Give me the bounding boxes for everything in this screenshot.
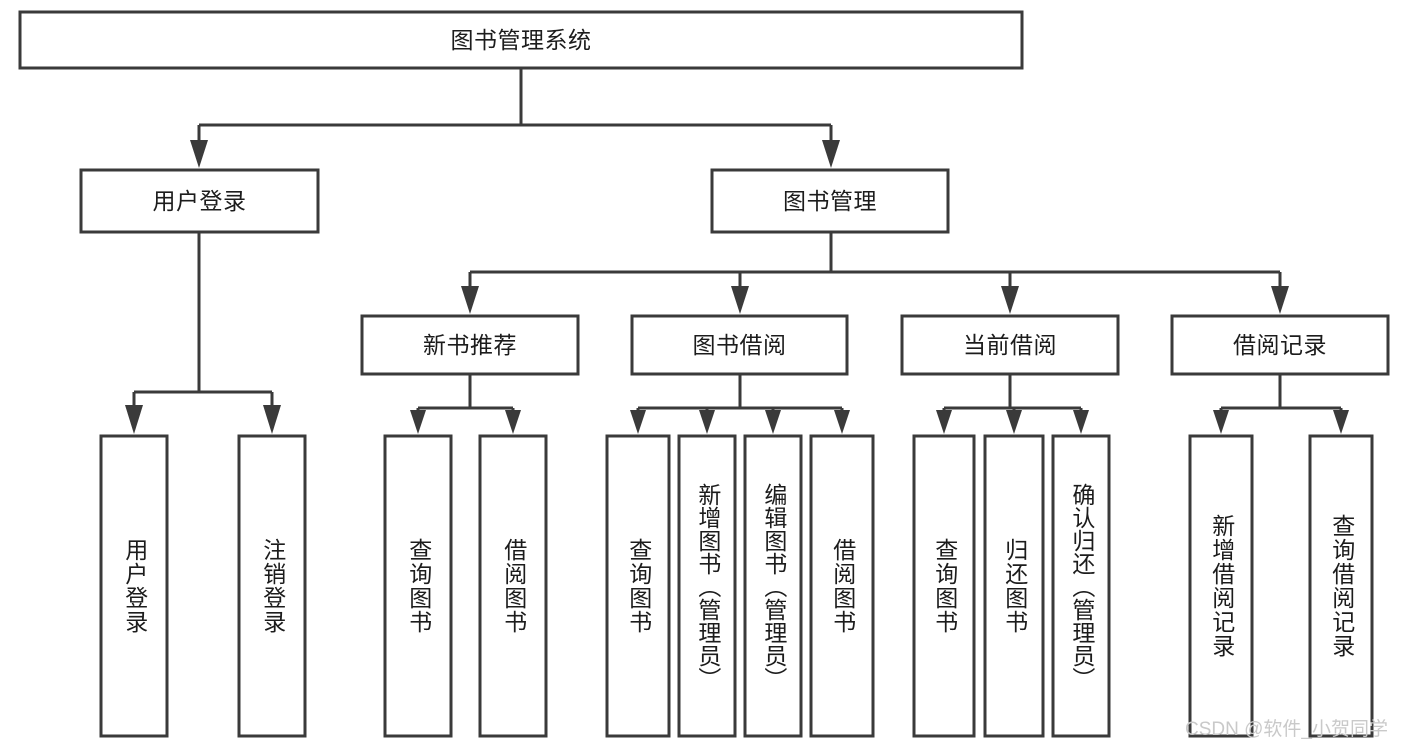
node-box-new-book-recommend[interactable] xyxy=(360,314,580,376)
node-box-leaf-return-book[interactable] xyxy=(983,434,1045,738)
node-box-leaf-borrow-book-2[interactable] xyxy=(809,434,875,738)
node-box-book-manage[interactable] xyxy=(710,168,950,234)
node-box-leaf-edit-book[interactable] xyxy=(743,434,803,738)
node-box-leaf-user-logout[interactable] xyxy=(237,434,307,738)
arrow-head-leaf-borrow-book-1 xyxy=(505,410,521,434)
node-box-leaf-query-book-3[interactable] xyxy=(912,434,976,738)
arrow-head-new-book-recommend xyxy=(461,286,479,314)
arrow-head-leaf-confirm-return xyxy=(1073,410,1089,434)
node-box-leaf-add-book[interactable] xyxy=(677,434,737,738)
arrow-head-leaf-query-book-1 xyxy=(410,410,426,434)
node-box-leaf-confirm-return[interactable] xyxy=(1051,434,1111,738)
arrow-head-user-login xyxy=(190,140,208,168)
node-box-leaf-query-book-1[interactable] xyxy=(383,434,453,738)
arrow-head-leaf-edit-book xyxy=(765,410,781,434)
connector-root-to-level2 xyxy=(190,68,840,168)
arrow-head-leaf-user-logout xyxy=(263,405,281,434)
arrow-head-leaf-query-book-3 xyxy=(936,410,952,434)
arrow-head-leaf-user-login xyxy=(125,405,143,434)
arrow-head-borrow-record xyxy=(1271,286,1289,314)
arrow-head-leaf-add-record xyxy=(1213,410,1229,434)
node-box-book-borrow[interactable] xyxy=(630,314,849,376)
connector-book-borrow-to-leaves xyxy=(630,374,850,434)
arrow-head-leaf-query-record xyxy=(1333,410,1349,434)
node-box-user-login[interactable] xyxy=(79,168,320,234)
arrow-head-leaf-query-book-2 xyxy=(630,410,646,434)
node-box-leaf-borrow-book-1[interactable] xyxy=(478,434,548,738)
arrow-head-leaf-borrow-book-2 xyxy=(834,410,850,434)
node-box-leaf-query-record[interactable] xyxy=(1308,434,1374,738)
connector-book-manage-to-level3 xyxy=(461,232,1289,314)
node-box-leaf-add-record[interactable] xyxy=(1188,434,1254,738)
node-box-leaf-query-book-2[interactable] xyxy=(605,434,671,738)
node-box-current-borrow[interactable] xyxy=(900,314,1120,376)
node-box-borrow-record[interactable] xyxy=(1170,314,1390,376)
arrow-head-leaf-add-book xyxy=(699,410,715,434)
arrow-head-current-borrow xyxy=(1001,286,1019,314)
connector-new-book-recommend-to-leaves xyxy=(410,374,521,434)
connector-borrow-record-to-leaves xyxy=(1213,374,1349,434)
arrow-head-book-borrow xyxy=(731,286,749,314)
node-box-leaf-user-login[interactable] xyxy=(99,434,169,738)
node-box-root[interactable] xyxy=(18,10,1024,70)
arrow-head-book-manage xyxy=(822,140,840,168)
connector-user-login-to-leaves xyxy=(125,232,281,434)
arrow-head-leaf-return-book xyxy=(1006,410,1022,434)
connector-current-borrow-to-leaves xyxy=(936,374,1089,434)
